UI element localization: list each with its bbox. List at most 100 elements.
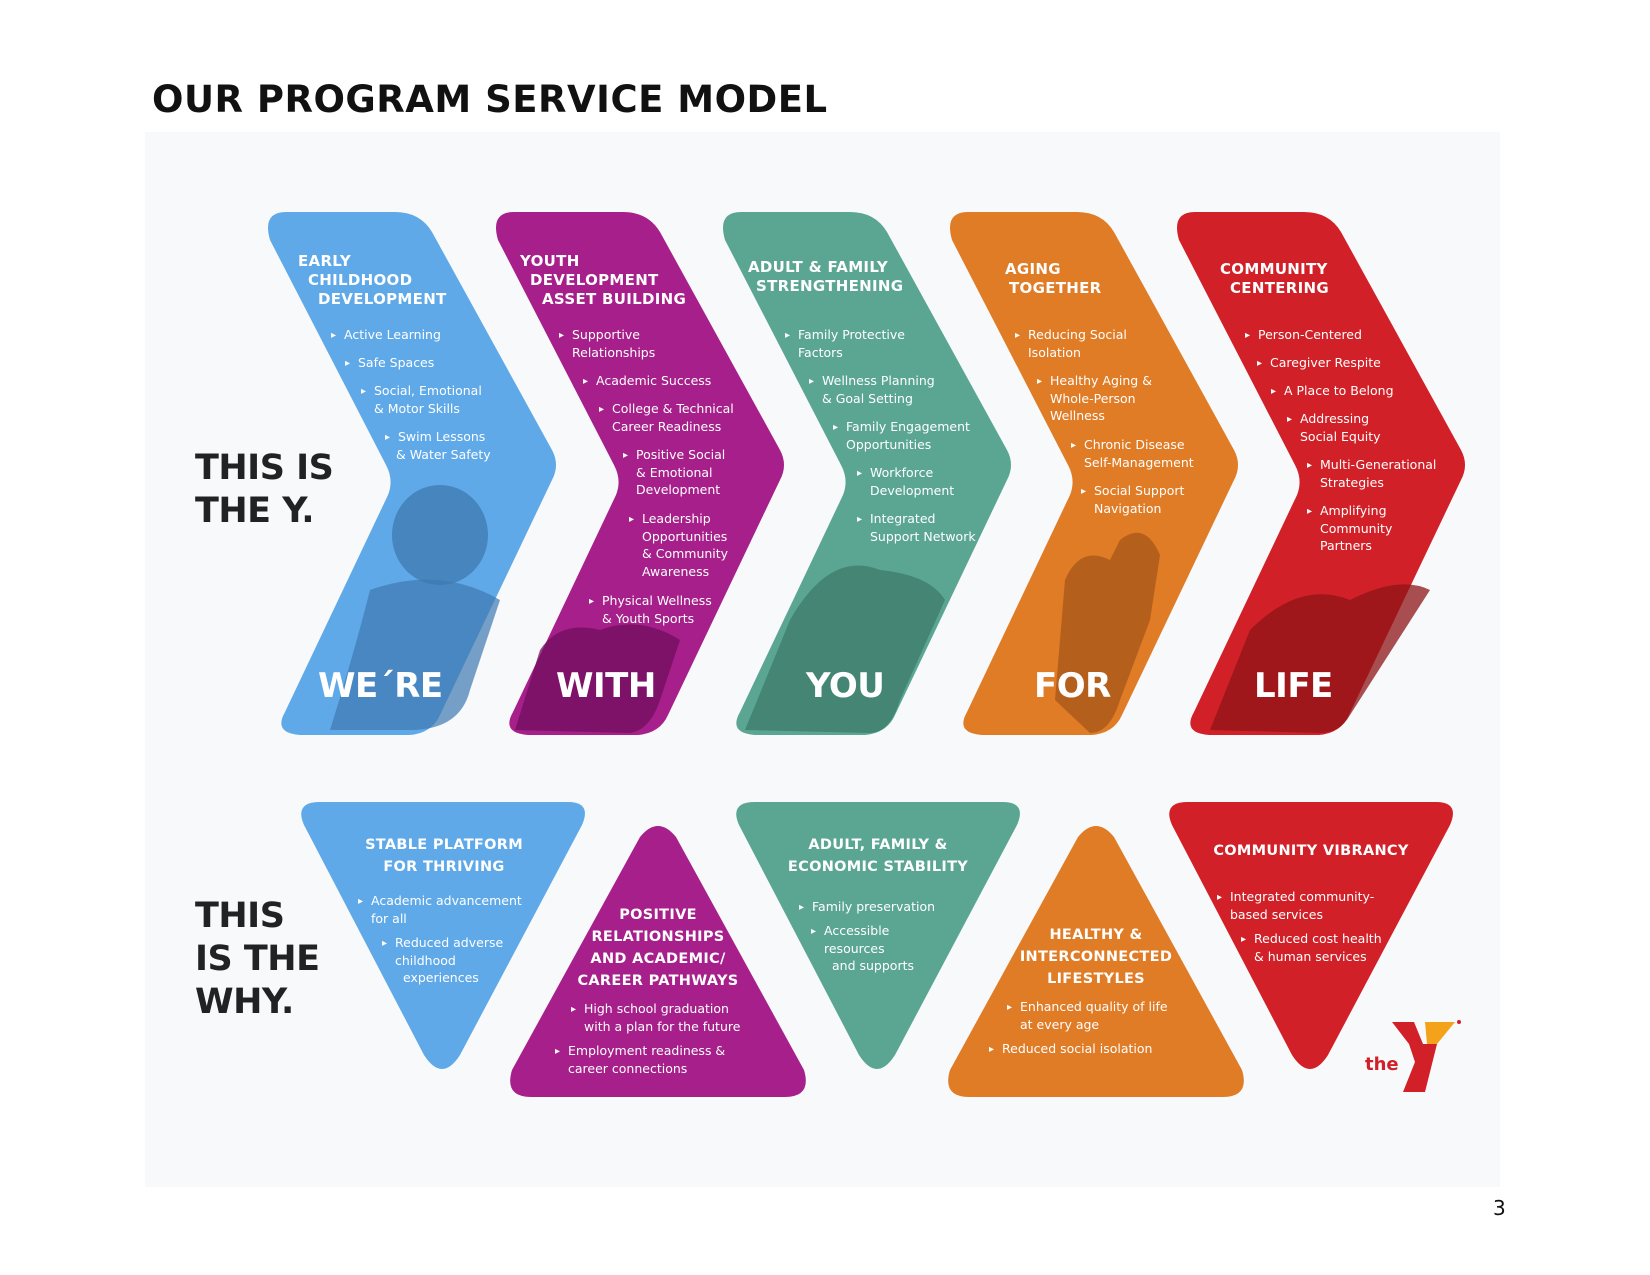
text-line: & Community	[642, 546, 729, 561]
text-line: Career Readiness	[612, 418, 722, 434]
triangle-3-header: ADULT, FAMILY & ECONOMIC STABILITY	[778, 834, 978, 878]
text-line: with a plan for the future	[584, 1018, 741, 1034]
text-line: for all	[371, 910, 407, 926]
chevron-3-word: YOU	[806, 666, 885, 706]
triangle-5-header: COMMUNITY VIBRANCY	[1206, 840, 1416, 862]
text-line: Factors	[798, 344, 843, 360]
text-line: experiences	[403, 970, 479, 985]
text-line: CAREER PATHWAYS	[577, 973, 739, 989]
text-line: Integrated community-	[1230, 889, 1375, 904]
text-line: Supportive	[572, 327, 640, 342]
text-line: RELATIONSHIPS	[591, 929, 725, 945]
text-line: STRENGTHENING	[756, 277, 904, 295]
text-line: childhood	[395, 952, 456, 968]
chevron-2-bullet: Physical Wellness& Youth Sports	[589, 592, 712, 627]
logo-the-text: the	[1365, 1054, 1399, 1075]
aging-photo-silhouette	[1055, 532, 1160, 733]
text-line: HEALTHY &	[1049, 927, 1143, 943]
text-line: DEVELOPMENT	[530, 271, 659, 289]
chevron-1-bullet: Social, Emotional& Motor Skills	[361, 382, 482, 417]
text-line: Leadership	[642, 511, 711, 526]
text-line: Social Equity	[1300, 428, 1381, 444]
text-line: Social Support	[1094, 483, 1185, 498]
chevron-5-word: LIFE	[1254, 666, 1333, 706]
text-line: College & Technical	[612, 401, 734, 416]
row2-label-line: WHY.	[195, 982, 294, 1022]
row2-label-line: THIS	[195, 896, 285, 936]
text-line: Safe Spaces	[358, 355, 435, 370]
text-line: career connections	[568, 1060, 688, 1076]
text-line: Amplifying	[1320, 503, 1387, 518]
text-line: Partners	[1320, 538, 1372, 553]
text-line: INTERCONNECTED	[1019, 949, 1173, 965]
text-line: A Place to Belong	[1284, 383, 1394, 398]
triangle-2-header: POSITIVE RELATIONSHIPS AND ACADEMIC/ CAR…	[568, 904, 748, 992]
text-line: Whole-Person	[1050, 390, 1136, 406]
chevron-5-bullet: Caregiver Respite	[1257, 354, 1381, 372]
child-photo-silhouette	[392, 485, 488, 585]
text-line: and supports	[832, 958, 914, 973]
text-line: Workforce	[870, 465, 934, 480]
text-line: TOGETHER	[1009, 279, 1102, 297]
text-line: Wellness Planning	[822, 373, 935, 388]
text-line: Reduced cost health	[1254, 931, 1382, 946]
text-line: Development	[870, 482, 955, 498]
text-line: Strategies	[1320, 474, 1384, 490]
text-line: Caregiver Respite	[1270, 355, 1381, 370]
text-line: Multi-Generational	[1320, 457, 1437, 472]
triangle-2-bullet: Employment readiness &career connections	[555, 1042, 725, 1077]
chevron-5-bullet: A Place to Belong	[1271, 382, 1394, 400]
text-line: Academic Success	[596, 373, 712, 388]
triangle-4-header: HEALTHY & INTERCONNECTED LIFESTYLES	[1006, 924, 1186, 990]
chevron-3-bullet: Wellness Planning & Goal Setting	[809, 372, 935, 407]
text-line: Chronic Disease	[1084, 437, 1185, 452]
text-line: DEVELOPMENT	[318, 290, 447, 308]
text-line: & Youth Sports	[602, 610, 695, 626]
text-line: ADULT & FAMILY	[748, 258, 888, 276]
text-line: YOUTH	[520, 252, 580, 270]
text-line: & human services	[1254, 948, 1367, 964]
text-line: AGING	[1005, 260, 1061, 278]
row1-label-line: THE Y.	[195, 491, 315, 531]
chevron-4-header: AGING TOGETHER	[1005, 260, 1102, 298]
row1-side-label: THIS IS THE Y.	[195, 447, 334, 533]
triangle-3-bullet: Family preservation	[799, 898, 935, 916]
chevron-5-bullet: Person-Centered	[1245, 326, 1362, 344]
text-line: Person-Centered	[1258, 327, 1362, 342]
chevron-1-header: EARLY CHILDHOOD DEVELOPMENT	[298, 252, 447, 309]
text-line: & Emotional	[636, 464, 713, 480]
y-logo-icon	[1392, 1020, 1461, 1092]
chevron-2-bullet: Academic Success	[583, 372, 712, 390]
text-line: Positive Social	[636, 447, 726, 462]
text-line: Opportunities	[846, 436, 932, 452]
text-line: Community	[1320, 520, 1393, 536]
text-line: Reduced adverse	[395, 935, 504, 950]
text-line: Development	[636, 482, 721, 497]
text-line: STABLE PLATFORM	[365, 837, 523, 853]
text-line: Self-Management	[1084, 454, 1194, 470]
text-line: High school graduation	[584, 1001, 729, 1016]
text-line: FOR THRIVING	[383, 859, 505, 875]
text-line: Healthy Aging &	[1050, 373, 1152, 388]
triangle-2-bullet: High school graduation with a plan for th…	[571, 1000, 741, 1035]
text-line: Family Engagement	[846, 419, 970, 434]
row2-label-line: IS THE	[195, 939, 320, 979]
text-line: COMMUNITY	[1220, 260, 1328, 278]
row2-side-label: THIS IS THE WHY.	[195, 895, 320, 1024]
triangle-1-bullet: Reduced adverse childhood experiences	[382, 934, 504, 987]
text-line: & Goal Setting	[822, 390, 913, 406]
row1-label-line: THIS IS	[195, 448, 334, 488]
text-line: Accessible	[824, 923, 890, 938]
page-title: OUR PROGRAM SERVICE MODEL	[152, 78, 828, 121]
text-line: Enhanced quality of life	[1020, 999, 1168, 1014]
text-line: POSITIVE	[619, 907, 697, 923]
